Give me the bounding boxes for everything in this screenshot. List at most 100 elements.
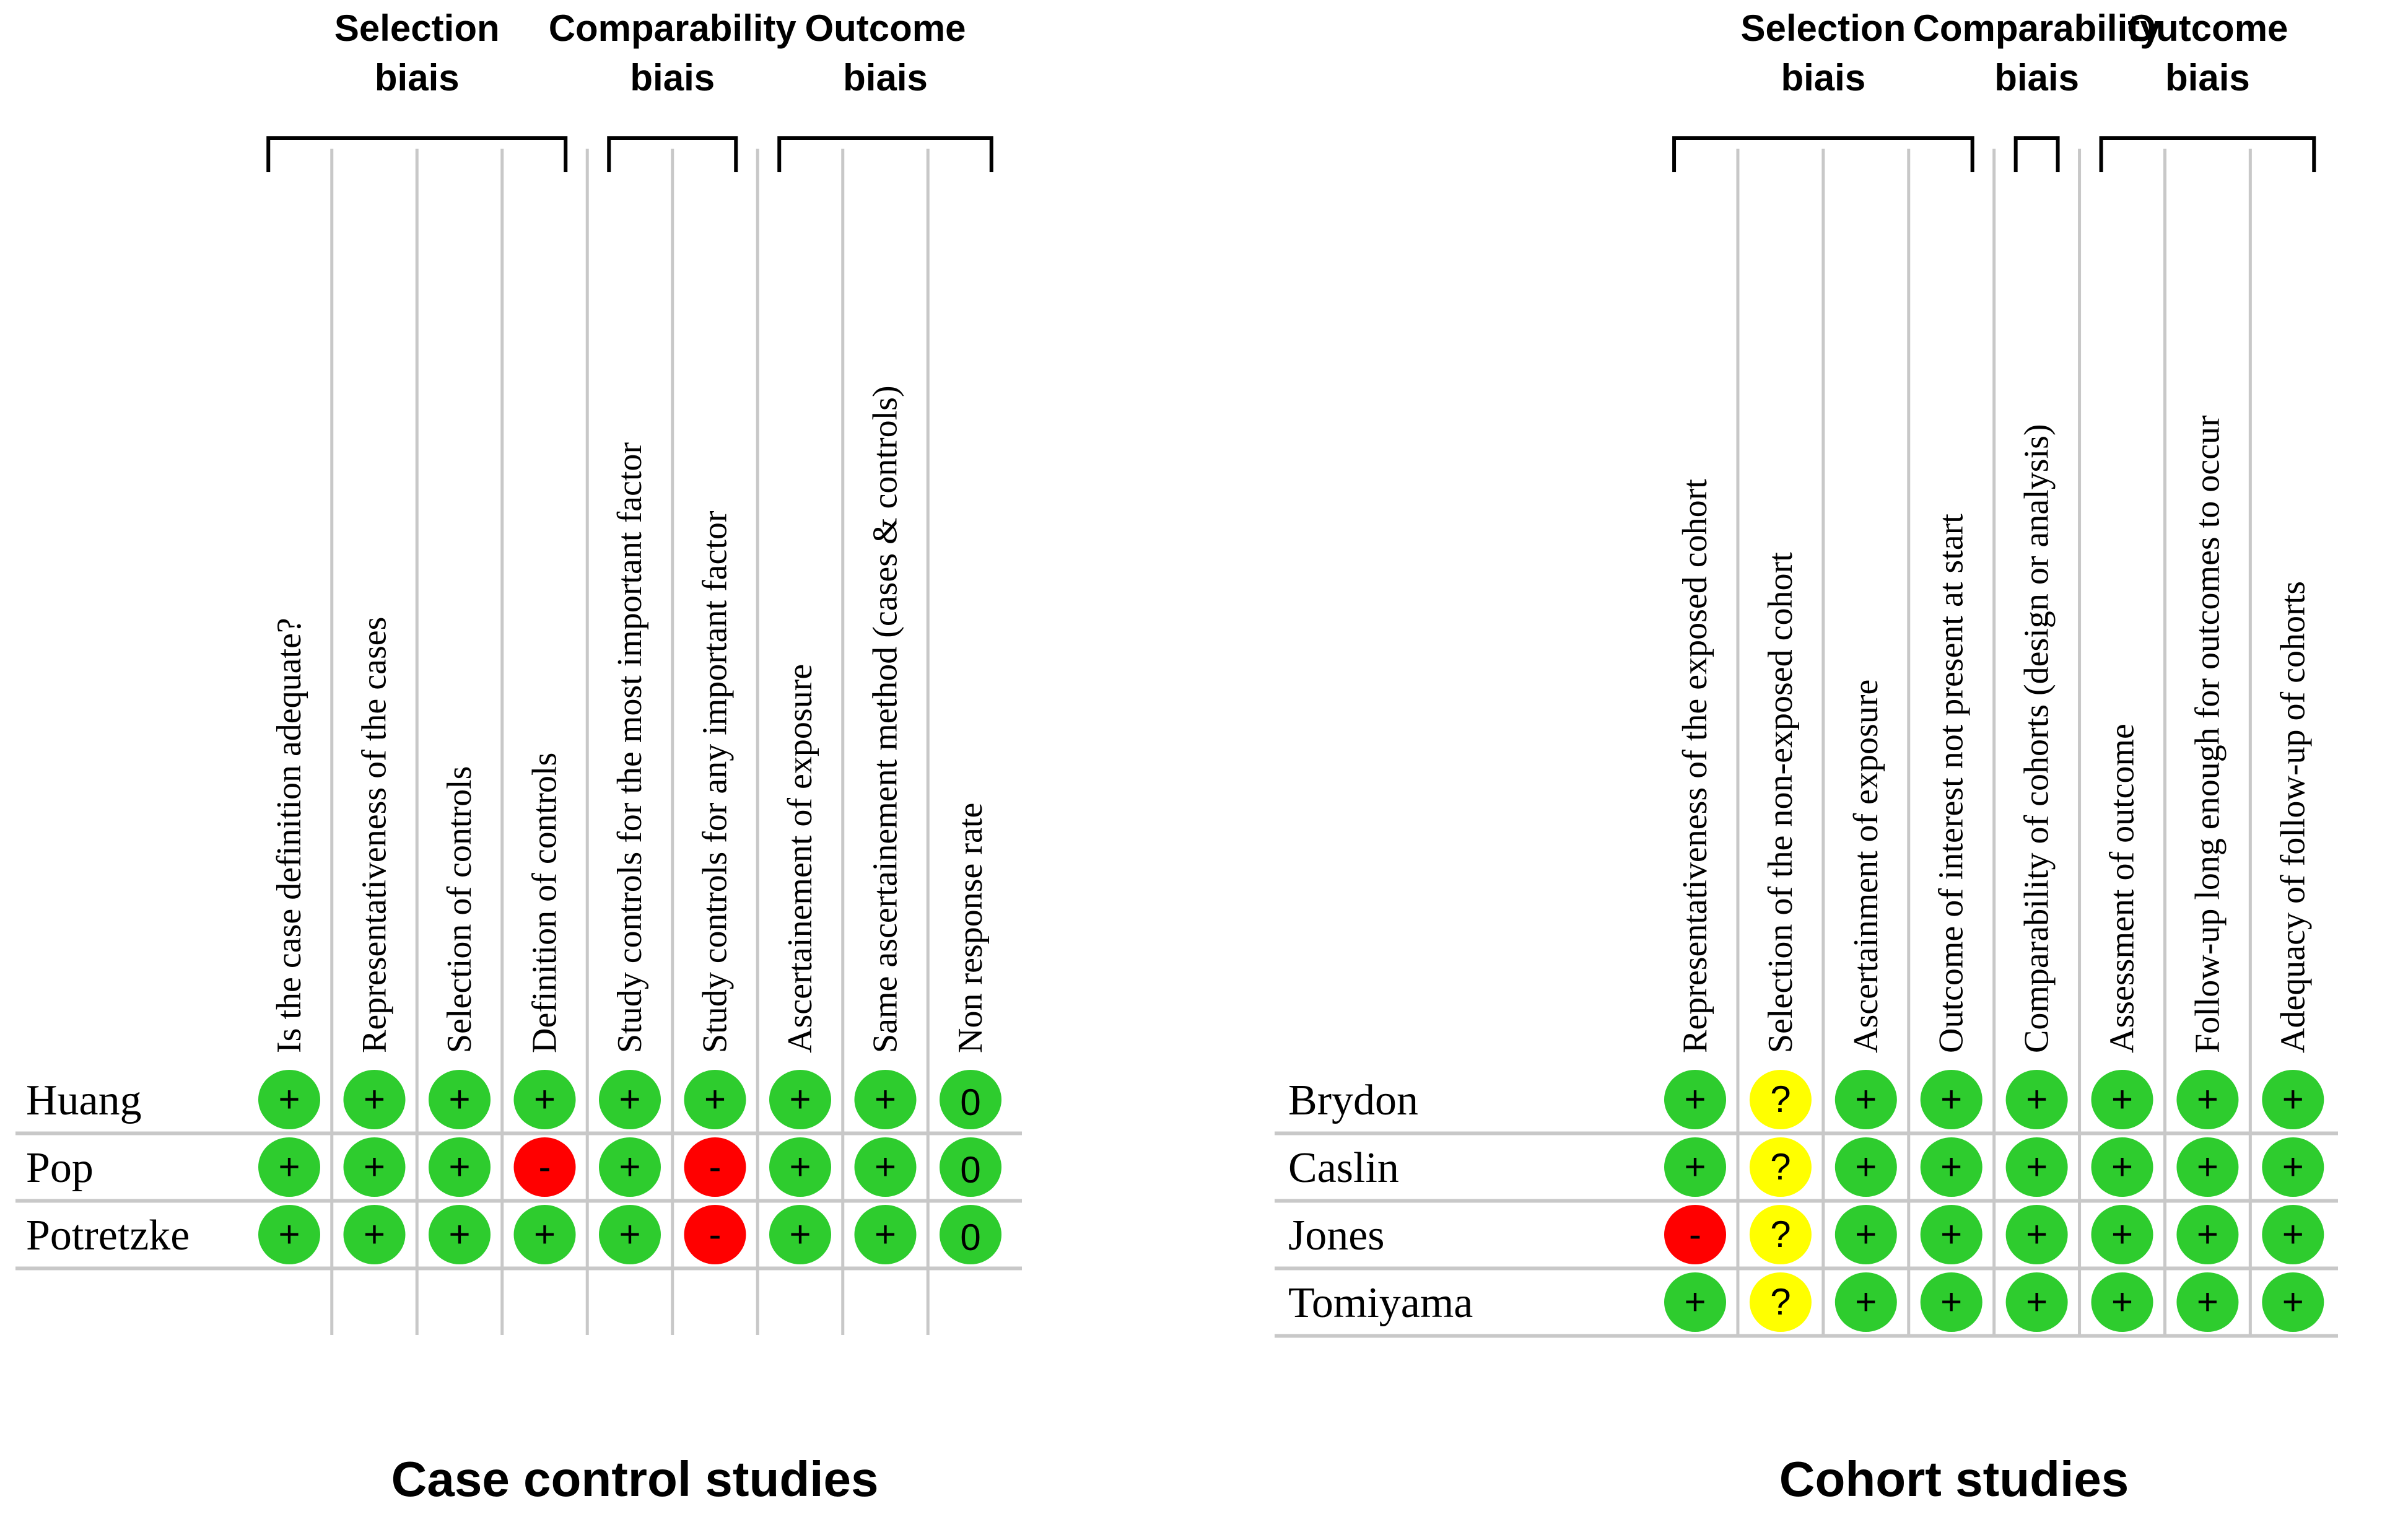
rating-symbol: + xyxy=(2026,1146,2048,1188)
rating-positive: + xyxy=(2005,1137,2068,1197)
rating-symbol: + xyxy=(364,1146,385,1188)
group-subtitle: biais xyxy=(630,57,715,98)
rating-symbol: - xyxy=(539,1146,551,1188)
group-selection: Selection biais xyxy=(266,7,568,172)
rating-negative: - xyxy=(684,1137,746,1197)
rating-symbol: + xyxy=(789,1214,811,1255)
group-title: Comparability xyxy=(1913,7,2162,49)
rating-positive: + xyxy=(2005,1272,2068,1332)
rating-symbol: + xyxy=(1684,1079,1706,1120)
rating-negative: - xyxy=(513,1137,576,1197)
rating-negative: - xyxy=(1664,1205,1726,1264)
rating-symbol: + xyxy=(619,1214,640,1255)
rating-symbol: + xyxy=(2197,1281,2218,1323)
study-label: Tomiyama xyxy=(1288,1279,1473,1327)
rating-circle xyxy=(258,1137,320,1197)
rating-symbol: + xyxy=(789,1079,811,1120)
rating-symbol: + xyxy=(278,1214,300,1255)
rating-circle xyxy=(513,1070,576,1129)
column-header-selection-of-controls: Selection of controls xyxy=(440,766,479,1053)
study-label: Jones xyxy=(1288,1212,1385,1259)
rating-symbol: + xyxy=(2282,1214,2304,1255)
rating-circle xyxy=(1749,1272,1812,1332)
rating-positive: + xyxy=(599,1137,661,1197)
rating-positive: + xyxy=(513,1205,576,1264)
rating-circle xyxy=(2091,1070,2153,1129)
rating-circle xyxy=(2005,1137,2068,1197)
rating-symbol: + xyxy=(875,1214,896,1255)
rating-circle xyxy=(429,1070,491,1129)
rating-circle xyxy=(2091,1137,2153,1197)
rating-symbol: + xyxy=(448,1079,470,1120)
group-bracket xyxy=(2099,136,2316,172)
rating-positive: + xyxy=(854,1205,917,1264)
group-bracket xyxy=(607,136,738,172)
study-row-jones: Jones-?++++++ xyxy=(1288,1205,2324,1264)
rating-symbol: + xyxy=(2111,1214,2133,1255)
rating-circle xyxy=(429,1137,491,1197)
rating-symbol: + xyxy=(278,1079,300,1120)
column-header-comparability-of-cohorts-design-or-analysis: Comparability of cohorts (design or anal… xyxy=(2018,424,2056,1053)
group-title: Outcome xyxy=(2127,7,2288,49)
column-header-representativeness-of-the-exposed-cohort: Representativeness of the exposed cohort xyxy=(1676,479,1714,1053)
column-header-is-the-case-definition-adequate: Is the case definition adequate? xyxy=(270,618,308,1053)
case-control-panel: SelectionbiaisComparabilitybiaisOutcomeb… xyxy=(15,7,1022,1507)
rating-positive: + xyxy=(2091,1137,2153,1197)
rating-symbol: + xyxy=(2197,1079,2218,1120)
rating-symbol: + xyxy=(278,1146,300,1188)
rating-positive: + xyxy=(599,1070,661,1129)
rating-circle xyxy=(2262,1137,2324,1197)
rating-circle xyxy=(684,1137,746,1197)
group-title: Selection xyxy=(334,7,500,49)
rating-positive: + xyxy=(1664,1137,1726,1197)
column-header-selection-of-the-non-exposed-cohort: Selection of the non-exposed cohort xyxy=(1761,552,1800,1053)
rating-circle xyxy=(343,1070,406,1129)
column-header-study-controls-for-any-important-factor: Study controls for any important factor xyxy=(696,510,735,1053)
rating-circle xyxy=(429,1205,491,1264)
rating-positive: + xyxy=(429,1205,491,1264)
rating-symbol: + xyxy=(619,1079,640,1120)
rating-symbol: + xyxy=(1855,1214,1877,1255)
rating-symbol: + xyxy=(534,1214,556,1255)
group-bracket xyxy=(777,136,993,172)
rating-positive: + xyxy=(684,1070,746,1129)
rating-positive: + xyxy=(1664,1272,1726,1332)
rating-circle xyxy=(684,1070,746,1129)
rating-circle xyxy=(940,1070,1001,1129)
group-subtitle: biais xyxy=(843,57,928,98)
rating-circle xyxy=(1834,1070,1897,1129)
rating-positive: + xyxy=(343,1137,406,1197)
rating-symbol: + xyxy=(2111,1079,2133,1120)
column-header-adequacy-of-follow-up-of-cohorts: Adequacy of follow-up of cohorts xyxy=(2274,581,2312,1053)
rating-circle xyxy=(2005,1272,2068,1332)
rating-circle xyxy=(1664,1272,1726,1332)
rating-circle xyxy=(343,1137,406,1197)
rating-symbol: + xyxy=(704,1079,726,1120)
rating-circle xyxy=(940,1205,1001,1264)
rating-symbol: - xyxy=(709,1146,722,1188)
rating-symbol: + xyxy=(2197,1214,2218,1255)
rating-circle xyxy=(854,1205,917,1264)
rating-positive: + xyxy=(429,1070,491,1129)
rating-positive: + xyxy=(2005,1205,2068,1264)
study-row-brydon: Brydon+?++++++ xyxy=(1288,1070,2324,1129)
rating-symbol: - xyxy=(709,1214,722,1255)
group-subtitle: biais xyxy=(375,57,460,98)
rating-symbol: + xyxy=(875,1079,896,1120)
rating-symbol: + xyxy=(619,1146,640,1188)
rating-symbol: ? xyxy=(1770,1214,1791,1255)
rating-symbol: 0 xyxy=(960,1217,980,1258)
rating-circle xyxy=(2176,1205,2239,1264)
rating-symbol: + xyxy=(448,1214,470,1255)
rating-symbol: + xyxy=(789,1146,811,1188)
rating-symbol: + xyxy=(534,1079,556,1120)
rating-circle xyxy=(2005,1205,2068,1264)
rating-positive: + xyxy=(854,1070,917,1129)
rating-symbol: + xyxy=(2282,1281,2304,1323)
rating-circle xyxy=(769,1070,831,1129)
rating-circle xyxy=(599,1137,661,1197)
rating-positive: + xyxy=(769,1205,831,1264)
